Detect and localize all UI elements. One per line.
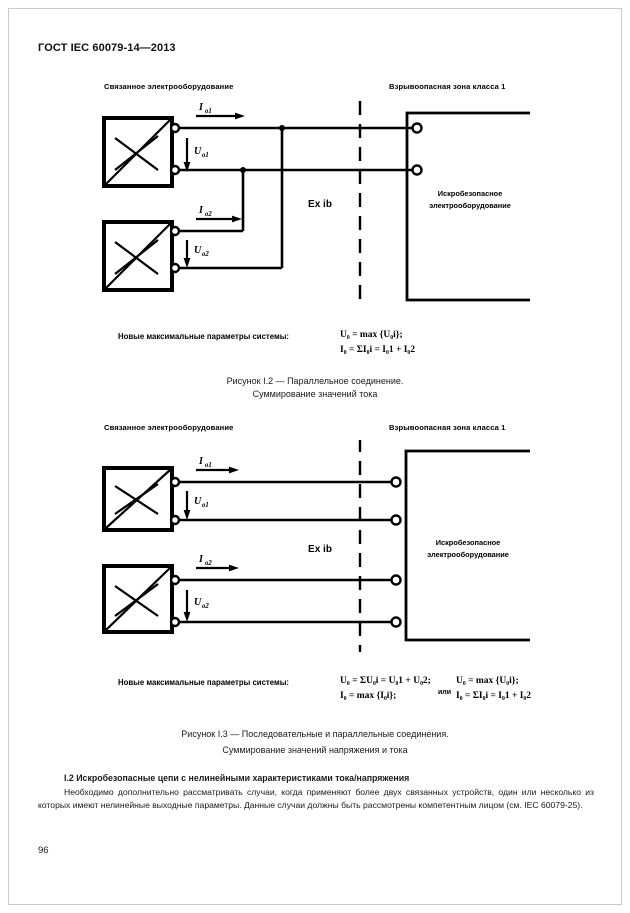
figure2-voltage-label-2-sub: o2 [202, 603, 209, 610]
section-heading: I.2 Искробезопасные цепи с нелинейными х… [64, 773, 410, 783]
section-block: I.2 Искробезопасные цепи с нелинейными х… [38, 772, 594, 811]
figure2-caption-line1: Рисунок I.3 — Последовательные и паралле… [181, 729, 449, 739]
figure2-current-label-1: I [198, 456, 204, 467]
figure1-voltage-label-1-sub: o1 [202, 152, 209, 159]
figure2-hazardous-enclosure [404, 449, 530, 642]
figure2-terminal-1a [169, 476, 181, 488]
figure1-current-label-1-sub: o1 [205, 108, 212, 115]
figure1-caption: Рисунок I.2 — Параллельное соединение. С… [0, 375, 630, 401]
figure1-terminal-1a [169, 122, 181, 134]
page-number: 96 [38, 845, 49, 856]
figure2-voltage-label-1-sub: o1 [202, 502, 209, 509]
figure1-current-label-1: I [198, 102, 204, 113]
figure1-hazard-box-label-line1: Искробезопасное [438, 189, 503, 198]
document-header: ГОСТ IEC 60079-14—2013 [38, 42, 176, 54]
figure2-formula-or: или [438, 689, 451, 696]
figure2-formula-or-text: или [438, 689, 452, 696]
figure1-hazard-box-label-line2: электрооборудование [429, 201, 511, 210]
figure2-current-label-1-sub: o1 [205, 462, 212, 469]
figure1-formula-title: Новые максимальные параметры системы: [118, 332, 289, 341]
figure1-voltage-label-2: U [194, 245, 202, 256]
figure2-current-arrow-2 [196, 564, 239, 572]
figure1-junction-top [279, 125, 285, 131]
figure2-caption-line2: Суммирование значений напряжения и тока [222, 745, 408, 755]
figure1-right-zone-label: Взрывоопасная зона класса 1 [389, 82, 506, 91]
figure2-terminal-1b [169, 514, 181, 526]
figure2-formula-left-line1: U₀ = ΣU₀i = U₀1 + U₀2; [340, 676, 431, 686]
figure1-apparatus-box-1 [102, 116, 174, 188]
figure2-voltage-label-1: U [194, 496, 202, 507]
figure1-caption-line2: Суммирование значений тока [252, 389, 378, 399]
figure2-formulas-right: U₀ = max {U₀i}; I₀ = ΣI₀i = I₀1 + I₀2 [456, 676, 531, 701]
figure1-current-arrow-2 [196, 215, 242, 223]
figure1-terminal-3a [411, 122, 423, 134]
figure2-boundary-marking: Ex ib [308, 544, 332, 555]
figure1-formula-line2: I₀ = ΣI₀i = I₀1 + I₀2 [340, 345, 416, 355]
figure2-terminal-3d [390, 616, 402, 628]
figure2-apparatus-box-2 [102, 564, 174, 634]
figure1-current-label-2-sub: o2 [205, 211, 212, 218]
figure2-current-arrow-1 [196, 466, 239, 474]
figure2-right-zone-label: Взрывоопасная зона класса 1 [389, 423, 506, 432]
figure2-voltage-label-2: U [194, 597, 202, 608]
figure1-terminal-2b [169, 262, 181, 274]
figure1-boundary-marking: Ex ib [308, 199, 332, 210]
figure2-formula-right-line2: I₀ = ΣI₀i = I₀1 + I₀2 [456, 691, 532, 701]
figure2-hazard-box-label-line1: Искробезопасное [436, 538, 501, 547]
figure2-apparatus-box-1 [102, 466, 174, 532]
figure2-formula-block: Новые максимальные параметры системы: [118, 678, 289, 687]
figure1-voltage-label-2-sub: o2 [202, 251, 209, 258]
figure1-hazardous-enclosure [405, 111, 530, 302]
figure2-caption: Рисунок I.3 — Последовательные и паралле… [0, 728, 630, 757]
figure1-voltage-arrow-2 [183, 240, 191, 268]
figure2-voltage-arrow-1 [183, 491, 191, 520]
figure1-formula-line1: U₀ = max {U₀i}; [340, 330, 403, 340]
figure2-terminal-3c [390, 574, 402, 586]
figure2-left-zone-label: Связанное электрооборудование [104, 423, 234, 432]
figure1-junction-branch [240, 167, 246, 173]
figure2-terminal-2b [169, 616, 181, 628]
figure2-formula-right-line1: U₀ = max {U₀i}; [456, 676, 519, 686]
figure1-voltage-arrow-1 [183, 138, 191, 172]
figure2-current-label-2: I [198, 554, 204, 565]
figure2-formula-title: Новые максимальные параметры системы: [118, 678, 289, 687]
figure2-terminal-2a [169, 574, 181, 586]
figure1-current-arrow-1 [196, 112, 245, 120]
figure1-apparatus-box-2 [102, 220, 174, 292]
figure2-terminal-3b [390, 514, 402, 526]
figure1-current-label-2: I [198, 205, 204, 216]
figure2-formulas-left: U₀ = ΣU₀i = U₀1 + U₀2; I₀ = max {I₀i}; [340, 676, 431, 701]
figure1-left-zone-label: Связанное электрооборудование [104, 82, 234, 91]
figure1-caption-line1: Рисунок I.2 — Параллельное соединение. [226, 376, 404, 386]
figure2-formula-left-line2: I₀ = max {I₀i}; [340, 691, 397, 701]
figure1-formulas: U₀ = max {U₀i}; I₀ = ΣI₀i = I₀1 + I₀2 [340, 330, 415, 355]
figure1-terminal-3b [411, 164, 423, 176]
figure1-diagram: Искробезопасное электрооборудование Ex i… [0, 100, 630, 325]
figure2-voltage-arrow-2 [183, 590, 191, 622]
figure1-voltage-label-1: U [194, 146, 202, 157]
figure2-terminal-3a [390, 476, 402, 488]
section-paragraph: Необходимо дополнительно рассматривать с… [38, 787, 594, 810]
figure2-hazard-box-label-line2: электрооборудование [427, 550, 509, 559]
figure1-terminal-2a [169, 225, 181, 237]
figure2-diagram: Искробезопасное электрооборудование Ex i… [0, 440, 630, 665]
figure1-formula-block: Новые максимальные параметры системы: [118, 332, 289, 341]
figure2-current-label-2-sub: o2 [205, 560, 212, 567]
figure1-terminal-1b [169, 164, 181, 176]
